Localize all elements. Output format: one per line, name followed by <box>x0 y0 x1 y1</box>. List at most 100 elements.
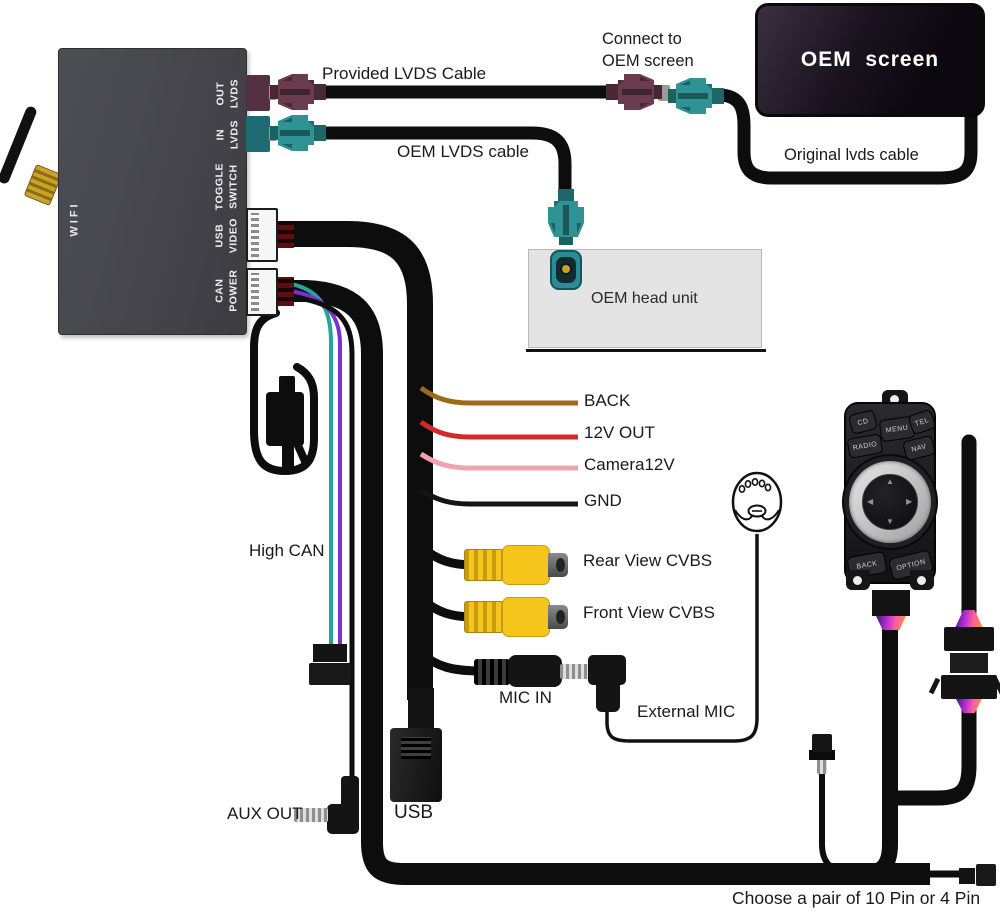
usb-label: USB <box>394 802 434 823</box>
head-unit-socket-pin <box>562 265 570 273</box>
idrive-controller: CD MENU TEL RADIO NAV ▲ ▼ ◀ ▶ BACK OPTIO… <box>836 390 940 630</box>
controller-mount-ear-bl <box>846 570 870 590</box>
out-lvds-fakra-plug <box>268 72 326 112</box>
head-unit-base-line <box>526 349 766 352</box>
rear-cvbs-label: Rear View CVBS <box>583 551 713 570</box>
controller-mount-ear-br <box>910 570 934 590</box>
can-power-harness <box>292 280 930 885</box>
pin-connector-male <box>944 627 994 651</box>
mic-in-jack <box>508 655 562 687</box>
right-cable-sleeve-bottom <box>956 699 982 713</box>
original-lvds-cable-path <box>720 88 978 185</box>
aux-plug-leg <box>341 776 359 812</box>
connect-to-label-line2: OEM screen <box>602 52 694 70</box>
knob-arrow-right-icon: ▶ <box>906 497 913 506</box>
front-cvbs-rca-tip <box>548 605 568 629</box>
camera-12v-wire <box>419 451 578 471</box>
bullet-connector-pin <box>817 758 827 774</box>
controller-knob <box>862 474 918 530</box>
port-label-toggle-switch: TOGGLE SWITCH <box>213 163 239 211</box>
knob-arrow-left-icon: ◀ <box>867 497 874 506</box>
screen-teal-fakra-plug <box>666 76 724 116</box>
high-can-label: High CAN <box>249 541 325 560</box>
high-can-connector <box>309 663 351 685</box>
usb-connector-ridges <box>401 737 431 759</box>
rear-cvbs-strain-relief <box>464 549 504 581</box>
high-can-connector-top <box>313 644 347 662</box>
external-mic-plug-leg <box>596 680 620 712</box>
pin-connector-neck <box>950 653 988 673</box>
right-cable-bottom <box>898 710 977 806</box>
port-label-in-lvds: IN LVDS <box>214 120 240 150</box>
rear-cvbs-rca-connector <box>502 545 550 585</box>
oem-lvds-cable-path <box>324 126 572 198</box>
controller-cable-connector <box>872 590 910 616</box>
rear-cvbs-rca-tip <box>548 553 568 577</box>
front-cvbs-rca-connector <box>502 597 550 637</box>
in-lvds-fakra-plug <box>268 113 326 153</box>
head-unit-lvds-socket <box>550 250 582 290</box>
gnd-wire-label: GND <box>584 491 622 510</box>
back-wire-label: BACK <box>584 391 631 410</box>
12v-out-wire <box>419 419 578 440</box>
12v-out-wire-label: 12V OUT <box>584 423 655 442</box>
port-label-out-lvds: OUT LVDS <box>214 79 240 109</box>
bullet-connector-base <box>809 750 835 760</box>
provided-lvds-label: Provided LVDS Cable <box>322 64 487 83</box>
in-lvds-socket <box>246 116 270 152</box>
can-power-wires <box>277 277 294 306</box>
usb-video-harness <box>292 221 433 700</box>
choose-pair-note: Choose a pair of 10 Pin or 4 Pin <box>732 888 981 908</box>
mount-hole-icon <box>917 576 926 585</box>
usb-video-connector-pins <box>251 213 259 257</box>
usb-connector-neck <box>408 688 434 732</box>
pin-connector-female <box>941 675 997 699</box>
mic-in-strain-relief <box>474 659 510 685</box>
port-label-can-power: CAN POWER <box>213 269 239 312</box>
toggle-switch-top <box>279 376 295 396</box>
usb-video-wires <box>277 221 294 248</box>
oem-head-unit-label: OEM head unit <box>591 290 698 307</box>
external-mic-label: External MIC <box>637 702 736 721</box>
screen-maroon-fakra-plug <box>606 72 664 112</box>
can-power-connector <box>246 268 278 316</box>
harness-end-connector-b <box>976 864 996 886</box>
mount-hole-icon <box>853 576 862 585</box>
original-lvds-label: Original lvds cable <box>784 146 919 164</box>
external-mic-cable <box>605 534 759 743</box>
usb-video-connector <box>246 208 278 262</box>
external-mic-head <box>731 471 783 533</box>
harness-end-connector-a <box>959 868 975 884</box>
oem-lvds-cable-label: OEM LVDS cable <box>397 142 529 161</box>
mic-in-label: MIC IN <box>499 688 552 707</box>
oem-screen-label: OEM screen <box>800 48 940 71</box>
right-cable-sleeve-top <box>955 610 983 628</box>
mount-hole-icon <box>890 395 899 404</box>
can-power-connector-pins <box>251 273 259 311</box>
toggle-switch-cable <box>250 309 318 476</box>
bullet-connector-wire <box>819 772 849 876</box>
back-wire <box>419 385 578 406</box>
oem-screen: OEM screen <box>755 3 985 117</box>
toggle-switch-stem <box>282 442 294 470</box>
interface-module-box: WIFI <box>58 48 247 335</box>
bullet-connector-cap <box>812 734 832 752</box>
aux-plug-tip <box>294 808 328 822</box>
out-lvds-socket <box>246 75 270 111</box>
camera-12v-wire-label: Camera12V <box>584 455 675 474</box>
aux-out-label: AUX OUT <box>227 804 303 823</box>
knob-arrow-down-icon: ▼ <box>886 517 894 526</box>
controller-cable-sleeve <box>876 616 906 630</box>
front-cvbs-label: Front View CVBS <box>583 603 715 622</box>
aux-plug-body <box>327 804 359 834</box>
connect-to-label-line1: Connect to <box>602 30 682 48</box>
controller-cable <box>859 622 898 882</box>
head-unit-fakra-plug <box>546 189 586 247</box>
external-mic-plug-tip <box>560 664 590 679</box>
aux-wire <box>293 294 355 780</box>
gnd-wire <box>419 487 578 507</box>
port-label-usb-video: USB VIDEO <box>213 218 239 254</box>
wifi-port-label: WIFI <box>68 201 81 237</box>
